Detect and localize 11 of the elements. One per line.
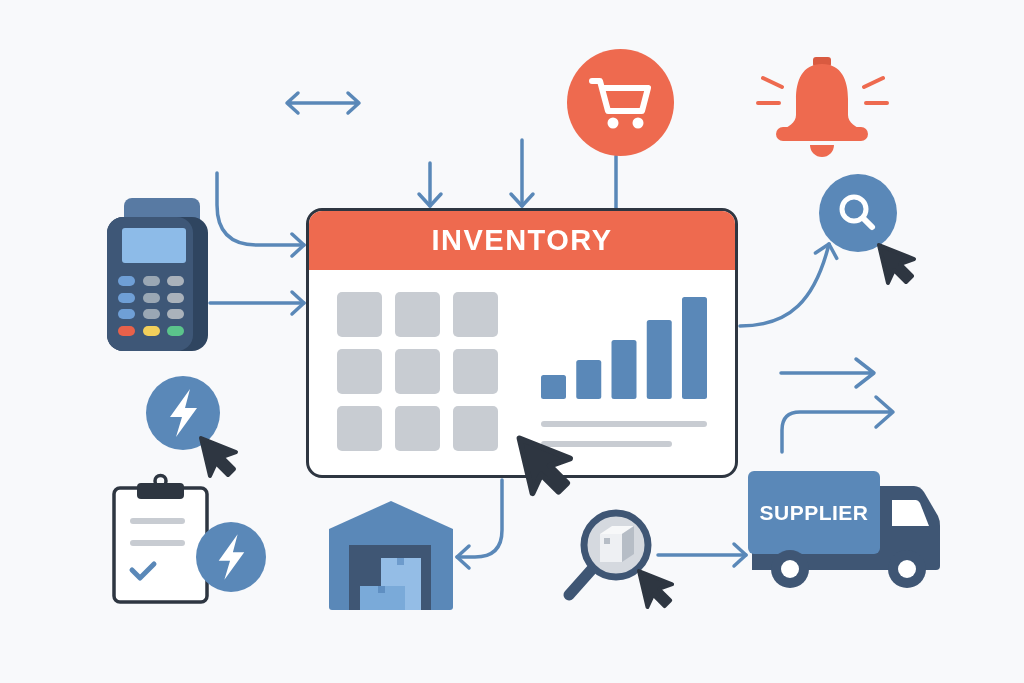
arrow bbox=[738, 242, 839, 328]
arrow bbox=[417, 161, 443, 208]
arrow bbox=[208, 290, 306, 316]
truck-label: SUPPLIER bbox=[759, 500, 869, 525]
arrow bbox=[656, 542, 748, 568]
app-window bbox=[306, 208, 738, 478]
arrow bbox=[215, 171, 306, 258]
window-title: INVENTORY bbox=[431, 224, 613, 257]
connector-line bbox=[614, 154, 618, 210]
arrow bbox=[455, 478, 504, 570]
arrow bbox=[509, 138, 535, 208]
